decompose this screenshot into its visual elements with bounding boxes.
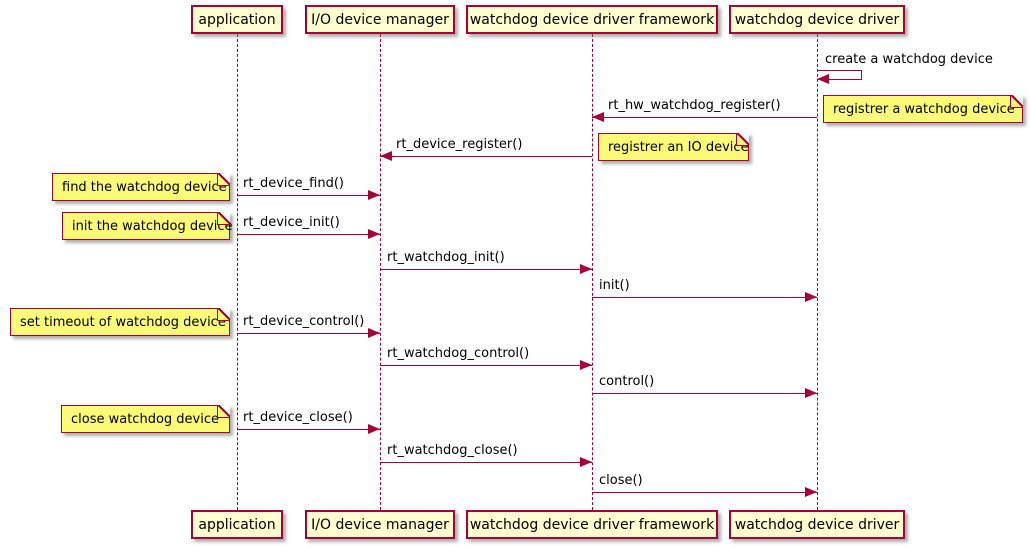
message-label: close() — [599, 473, 643, 488]
message-label: rt_device_init() — [243, 215, 340, 230]
participant-watchdog-driver-top: watchdog device driver — [729, 5, 905, 34]
participant-io-device-manager-top: I/O device manager — [305, 5, 455, 34]
message-line — [237, 333, 380, 334]
note-registrer-a-watchdog-device: registrer a watchdog device — [823, 95, 1023, 123]
note-fold-icon — [1010, 95, 1023, 108]
note-label: set timeout of watchdog device — [20, 314, 226, 330]
arrowhead-right-icon — [805, 388, 817, 398]
arrowhead-right-icon — [580, 457, 592, 467]
message-line — [592, 492, 817, 493]
arrowhead-left-icon — [592, 112, 604, 122]
message-label: rt_device_control() — [243, 314, 365, 329]
arrowhead-right-icon — [368, 328, 380, 338]
self-loop-line — [817, 70, 862, 80]
participant-application-top: application — [191, 5, 283, 34]
message-label: rt_device_find() — [243, 176, 344, 191]
message-label: rt_device_register() — [396, 137, 523, 152]
arrowhead-left-icon — [380, 151, 392, 161]
message-line — [380, 156, 592, 157]
arrowhead-right-icon — [368, 190, 380, 200]
arrowhead-right-icon — [805, 292, 817, 302]
message-label: rt_watchdog_init() — [387, 250, 505, 265]
lifeline-io-device-manager — [380, 34, 381, 510]
message-label: control() — [599, 374, 655, 389]
message-line — [380, 365, 592, 366]
arrowhead-right-icon — [368, 424, 380, 434]
participant-watchdog-driver-bottom: watchdog device driver — [729, 510, 905, 539]
lifeline-watchdog-framework — [592, 34, 593, 510]
message-label: rt_watchdog_close() — [387, 443, 518, 458]
note-fold-icon — [217, 173, 230, 186]
note-label: init the watchdog device — [72, 218, 233, 234]
arrowhead-right-icon — [580, 360, 592, 370]
note-label: registrer a watchdog device — [833, 101, 1015, 117]
note-find-the-watchdog-device: find the watchdog device — [52, 173, 230, 201]
participant-io-device-manager-bottom: I/O device manager — [305, 510, 455, 539]
message-line — [592, 393, 817, 394]
note-fold-icon — [217, 405, 230, 418]
message-label: rt_hw_watchdog_register() — [608, 98, 781, 113]
message-line — [380, 269, 592, 270]
message-line — [592, 297, 817, 298]
message-label: init() — [599, 278, 630, 293]
note-init-the-watchdog-device: init the watchdog device — [62, 212, 233, 240]
lifeline-application — [237, 34, 238, 510]
note-set-timeout-of-watchdog-device: set timeout of watchdog device — [10, 308, 230, 336]
arrowhead-left-icon — [817, 74, 829, 84]
note-fold-icon — [217, 212, 230, 225]
participant-application-bottom: application — [191, 510, 283, 539]
participant-watchdog-framework-top: watchdog device driver framework — [466, 5, 718, 34]
message-line — [237, 429, 380, 430]
note-label: registrer an IO device — [608, 139, 749, 155]
message-line — [592, 117, 817, 118]
note-registrer-an-io-device: registrer an IO device — [598, 133, 749, 161]
note-close-watchdog-device: close watchdog device — [61, 405, 230, 433]
lifeline-watchdog-driver — [817, 34, 818, 510]
arrowhead-right-icon — [368, 229, 380, 239]
message-label: rt_watchdog_control() — [387, 346, 530, 361]
message-line — [237, 195, 380, 196]
message-line — [237, 234, 380, 235]
participant-watchdog-framework-bottom: watchdog device driver framework — [466, 510, 718, 539]
message-line — [380, 462, 592, 463]
arrowhead-right-icon — [805, 487, 817, 497]
message-label: rt_device_close() — [243, 410, 353, 425]
note-fold-icon — [217, 308, 230, 321]
note-fold-icon — [736, 133, 749, 146]
arrowhead-right-icon — [580, 264, 592, 274]
message-label: create a watchdog device — [825, 52, 993, 67]
note-label: close watchdog device — [71, 411, 219, 427]
note-label: find the watchdog device — [62, 179, 227, 195]
